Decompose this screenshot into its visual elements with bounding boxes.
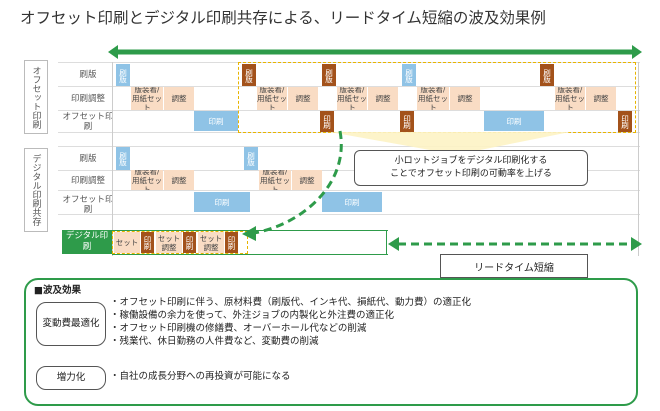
row-label-digital: デジタル印刷 (62, 230, 112, 254)
bar-adjust: 調整 (164, 87, 194, 110)
bar-print: 印刷 (183, 232, 196, 253)
bar-adjust: 調整 (450, 87, 480, 110)
leadtime-arrow (388, 237, 642, 251)
effects-header: ■波及効果 (34, 285, 81, 296)
bar-plate: 刷版 (540, 64, 554, 86)
grid-line (58, 214, 640, 215)
effects-panel (24, 278, 638, 406)
bar-print: 印刷 (225, 232, 238, 253)
revenue-label: 増力化 (36, 366, 106, 390)
offset-section-label: オフセット印刷 (24, 60, 48, 134)
bar-adjust: 調整 (292, 170, 322, 190)
grid-line (58, 146, 640, 147)
bar-setup: 版装着/用紙セット (257, 87, 287, 110)
effect-item: ・稼働設備の余力を使って、外注ジョブの内製化と外注費の適正化 (110, 310, 395, 321)
grid-vline (638, 62, 639, 256)
effects-list: ・オフセット印刷に伴う、原材料費（刷版代、インキ代、損紙代、動力費）の適正化 ・… (110, 296, 630, 348)
leadtime-label: リードタイム短縮 (440, 254, 588, 278)
bar-setup: 版装着/用紙セット (417, 87, 449, 110)
bar-set-adjust: セット調整 (156, 232, 182, 253)
digital-row-line (112, 254, 388, 255)
bar-print: 印刷 (322, 192, 382, 212)
digital-row-end (386, 230, 387, 254)
highlight-cone (330, 132, 570, 150)
bar-plate: 刷版 (322, 64, 336, 86)
row-label-plate: 刷版 (79, 70, 97, 80)
bar-adjust: 調整 (164, 170, 194, 190)
grid-line (58, 86, 640, 87)
bar-print: 印刷 (320, 111, 334, 132)
bar-setup: 版装着/用紙セット (131, 170, 163, 190)
digital-highlight-box (112, 231, 248, 254)
effect-item: ・オフセット印刷に伴う、原材料費（刷版代、インキ代、損紙代、動力費）の適正化 (110, 297, 472, 308)
callout-box: 小ロットジョブをデジタル印刷化する ことでオフセット印刷の可動率を上げる (354, 150, 588, 186)
bar-print: 印刷 (484, 111, 544, 131)
bar-setup: 版装着/用紙セット (337, 87, 367, 110)
bar-print: 印刷 (141, 232, 154, 253)
bar-adjust: 調整 (288, 87, 318, 110)
bar-plate: 刷版 (244, 147, 258, 170)
row-label-plate-2: 刷版 (79, 154, 97, 164)
callout-line-1: 小ロットジョブをデジタル印刷化する (394, 156, 548, 166)
row-label-prep-2: 印刷調整 (70, 176, 105, 186)
bar-set: セット (114, 232, 140, 253)
bar-setup: 版装着/用紙セット (131, 87, 163, 110)
bar-print: 印刷 (194, 111, 238, 131)
shift-arrow (242, 130, 343, 241)
grid-line (58, 190, 640, 191)
row-label-offset-print: オフセット印刷 (62, 112, 114, 132)
bar-setup: 版装着/用紙セット (555, 87, 585, 110)
bar-plate: 刷版 (116, 147, 130, 170)
diagram-title: オフセット印刷とデジタル印刷共存による、リードタイム短縮の波及効果例 (20, 9, 546, 27)
bar-adjust: 調整 (368, 87, 398, 110)
bar-adjust: 調整 (586, 87, 616, 110)
bar-set-adjust: セット調整 (198, 232, 224, 253)
grid-vline (112, 62, 113, 256)
revenue-item: ・自社の成長分野への再投資が可能になる (110, 371, 291, 382)
bar-plate: 刷版 (402, 64, 416, 86)
offset-highlight-box (238, 62, 636, 133)
effect-item: ・残業代、休日勤務の人件費など、変動費の削減 (110, 336, 319, 347)
callout-line-2: ことでオフセット印刷の可動率を上げる (390, 169, 552, 179)
bar-print: 印刷 (618, 111, 632, 132)
bar-print: 印刷 (400, 111, 414, 132)
bar-print: 印刷 (194, 192, 250, 212)
variable-cost-label: 変動費最適化 (36, 302, 106, 346)
grid-line (58, 110, 640, 111)
effect-item: ・オフセット印刷機の修繕費、オーバーホール代などの削減 (110, 323, 367, 334)
bar-plate: 刷版 (242, 64, 256, 86)
top-span-arrow (108, 45, 642, 59)
coexist-section-label: デジタル印刷共存 (24, 148, 48, 232)
row-label-offset-print-2: オフセット印刷 (62, 195, 114, 215)
bar-setup: 版装着/用紙セット (259, 170, 291, 190)
grid-line (58, 170, 640, 171)
bar-plate: 刷版 (116, 64, 130, 86)
row-label-prep: 印刷調整 (70, 94, 105, 104)
